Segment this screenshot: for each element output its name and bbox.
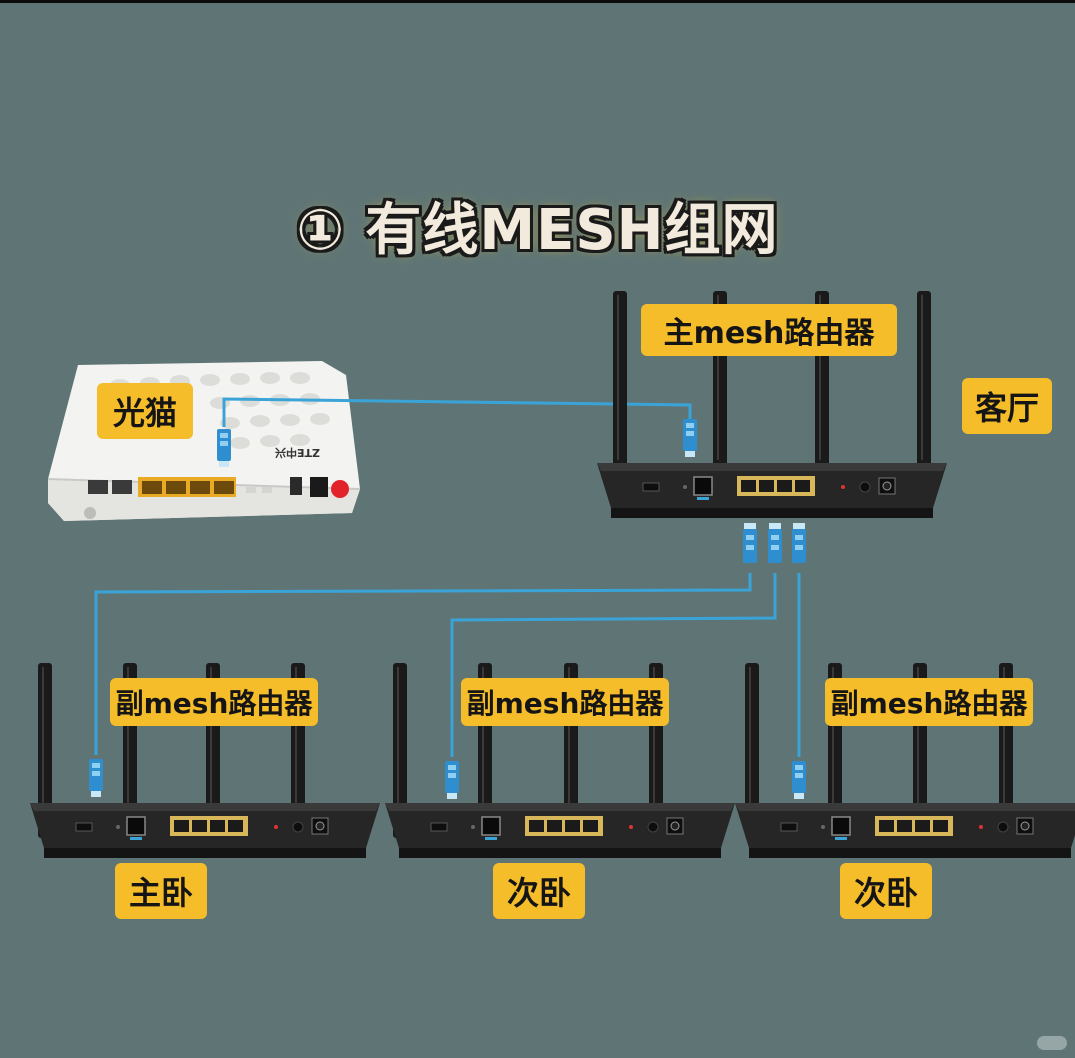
onu-brand-logo: ZTE中兴	[275, 446, 320, 460]
onu-label: 光猫	[97, 383, 193, 439]
ethernet-cables	[94, 397, 801, 757]
sub-router-label: 副mesh路由器	[110, 678, 318, 726]
onu-device: ZTE中兴	[47, 361, 361, 521]
page-title: ① 有线MESH组网	[296, 198, 779, 263]
sub-router-label: 副mesh路由器	[825, 678, 1033, 726]
second-bedroom-label: 次卧	[493, 863, 585, 919]
living-room-label: 客厅	[962, 378, 1052, 434]
second-bedroom-label: 次卧	[840, 863, 932, 919]
main-router-label: 主mesh路由器	[641, 304, 897, 356]
master-bedroom-label: 主卧	[115, 863, 207, 919]
watermark-badge	[1037, 1036, 1067, 1050]
sub-router-label: 副mesh路由器	[461, 678, 669, 726]
